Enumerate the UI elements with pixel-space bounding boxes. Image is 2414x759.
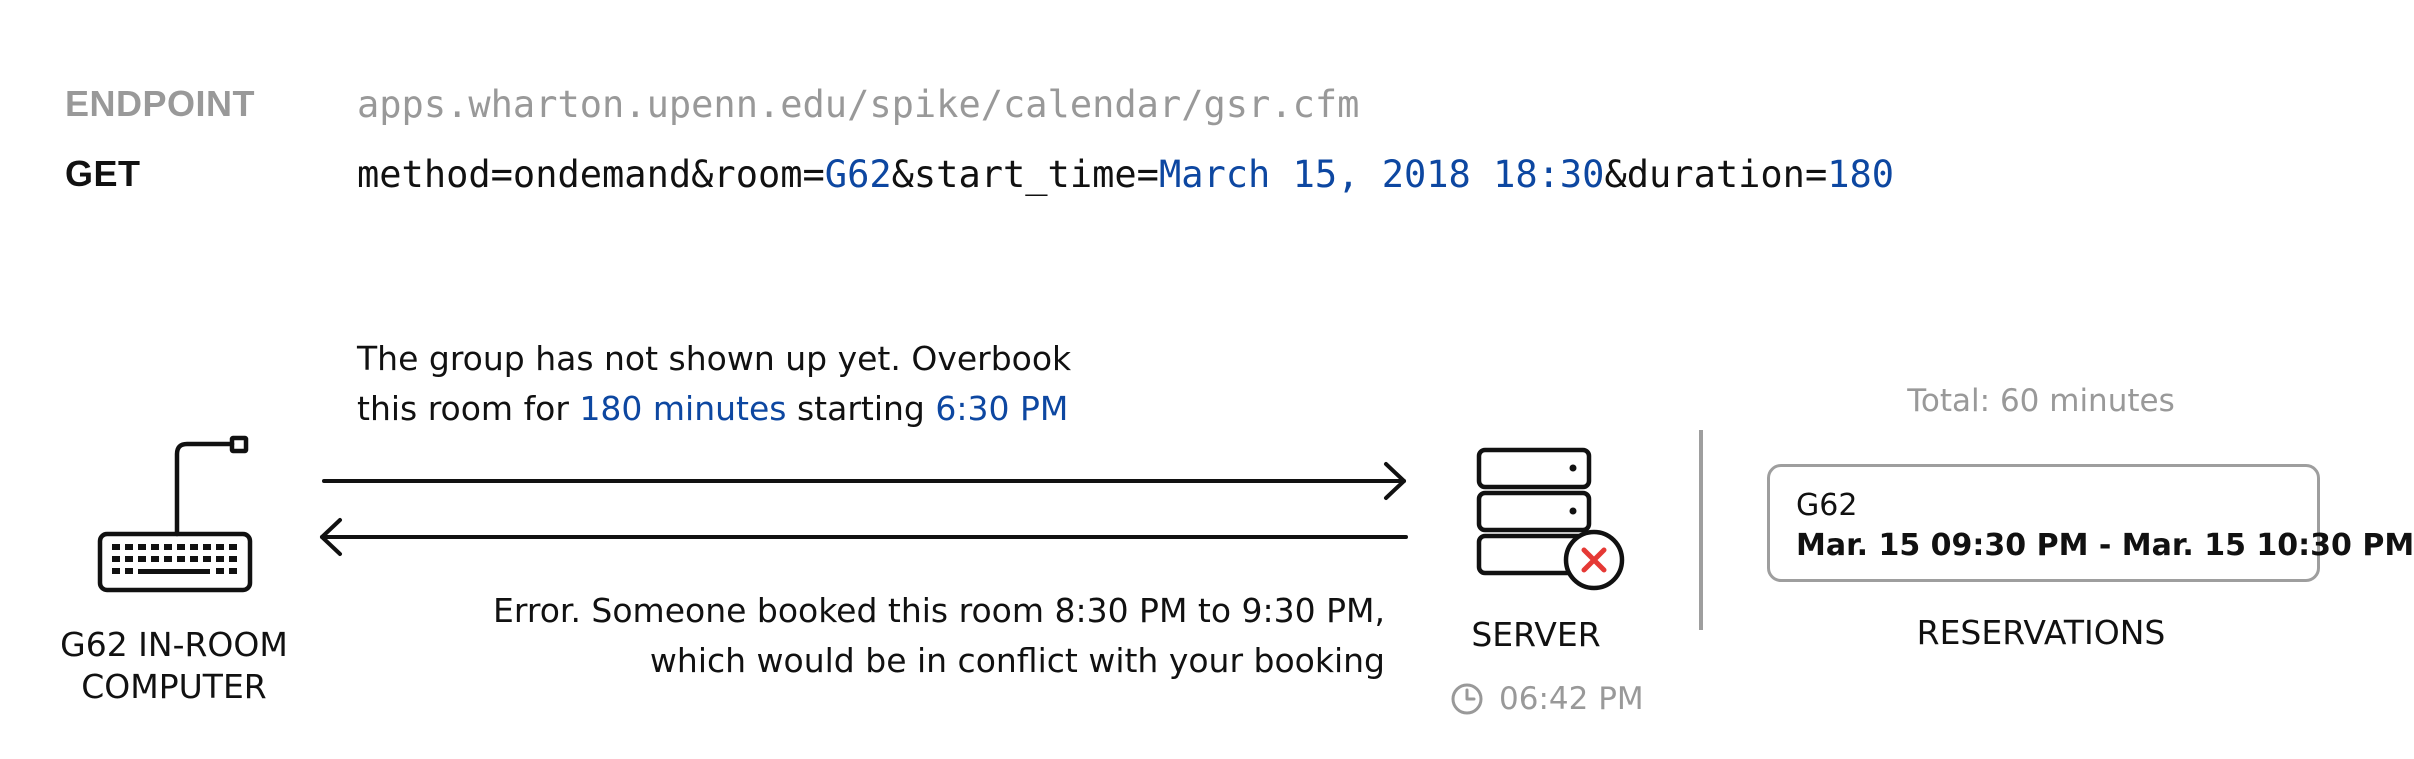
request-response-arrows	[320, 462, 1408, 556]
error-message-line2: which would be in conflict with your boo…	[649, 641, 1385, 680]
param-text: method=ondemand&room=	[357, 153, 825, 196]
param-start-time-value: March 15, 2018 18:30	[1158, 153, 1605, 196]
endpoint-label: ENDPOINT	[65, 83, 256, 124]
client-label-line2: COMPUTER	[81, 667, 267, 706]
param-text: &duration=	[1604, 153, 1828, 196]
outgoing-message-line1: The group has not shown up yet. Overbook	[357, 339, 1072, 378]
request-params: method=ondemand&room=G62&start_time=Marc…	[357, 156, 1894, 193]
reservations-total: Total: 60 minutes	[1907, 383, 2175, 419]
error-message-line1: Error. Someone booked this room 8:30 PM …	[493, 591, 1385, 630]
param-room-value: G62	[824, 153, 892, 196]
reservations-label: RESERVATIONS	[1916, 613, 2166, 652]
server-icon	[1476, 447, 1625, 591]
outgoing-message-line2: this room for 180 minutes starting 6:30 …	[357, 384, 1071, 434]
server-time: 06:42 PM	[1499, 681, 1644, 717]
method-label: GET	[65, 153, 141, 194]
outgoing-text: this room for	[357, 389, 580, 428]
outgoing-duration: 180 minutes	[579, 389, 787, 428]
client-label: G62 IN-ROOM COMPUTER	[30, 624, 318, 708]
request-arrow	[322, 462, 1406, 500]
server-label: SERVER	[1471, 615, 1601, 654]
reservation-card: G62 Mar. 15 09:30 PM - Mar. 15 10:30 PM	[1767, 464, 2414, 582]
response-arrow	[320, 518, 1408, 556]
endpoint-url: apps.wharton.upenn.edu/spike/calendar/gs…	[357, 83, 1360, 126]
reservation-room: G62	[1796, 488, 1858, 523]
error-message: Error. Someone booked this room 8:30 PM …	[493, 586, 1385, 686]
outgoing-text: starting	[786, 389, 936, 428]
error-x-icon	[1563, 529, 1625, 591]
reservation-time: Mar. 15 09:30 PM - Mar. 15 10:30 PM	[1796, 528, 2414, 563]
clock-icon	[1451, 683, 1483, 715]
param-text: &start_time=	[891, 153, 1159, 196]
param-duration-value: 180	[1827, 153, 1895, 196]
outgoing-start-time: 6:30 PM	[935, 389, 1069, 428]
client-label-line1: G62 IN-ROOM	[60, 625, 288, 664]
outgoing-message: The group has not shown up yet. Overbook…	[357, 334, 1071, 434]
keyboard-icon	[97, 435, 253, 593]
divider	[1699, 430, 1703, 630]
